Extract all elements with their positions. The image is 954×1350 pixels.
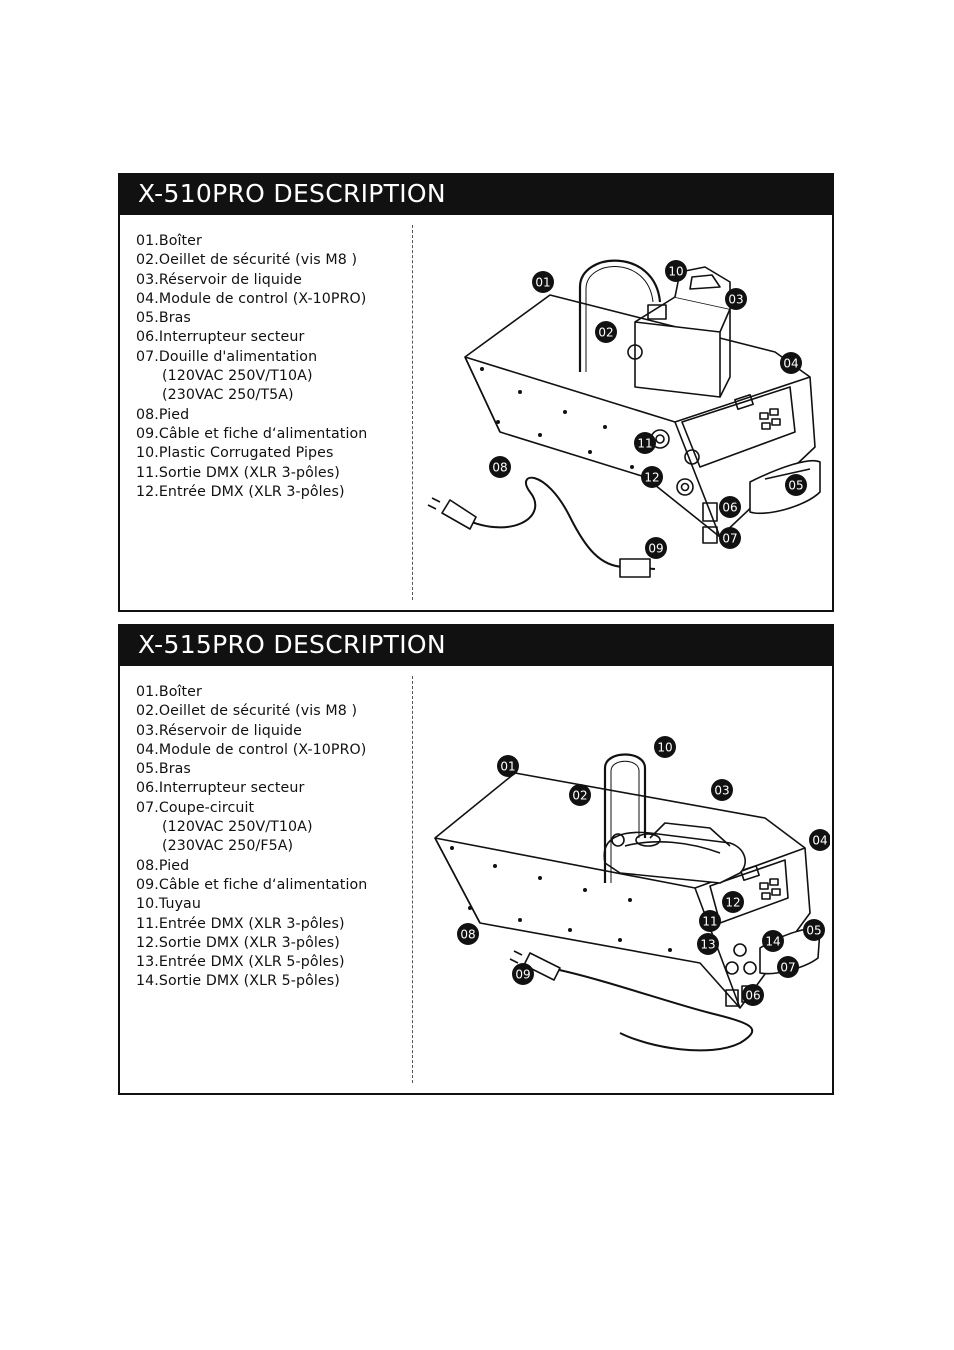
- x515pro-machine-diagram: 10 01 02 03 04 12 11 08 05 13 14 07 09 0…: [434, 736, 830, 1052]
- part-list-item: 09.Câble et fiche d‘alimentation: [136, 425, 368, 442]
- callout-11: 11: [699, 910, 721, 932]
- svg-text:09: 09: [515, 968, 530, 982]
- svg-text:07: 07: [780, 961, 795, 975]
- callout-01: 01: [497, 755, 519, 777]
- part-list-item-detail: (230VAC 250/F5A): [162, 838, 294, 855]
- part-list-item: 05.Bras: [136, 310, 191, 327]
- callout-03: 03: [711, 779, 733, 801]
- part-list-item: 06.Interrupteur secteur: [136, 329, 305, 346]
- svg-text:11: 11: [637, 437, 652, 451]
- callout-05: 05: [803, 919, 825, 941]
- part-list-item: 01.Boîter: [136, 684, 202, 700]
- part-list-item: 13.Entrée DMX (XLR 5-pôles): [136, 954, 345, 971]
- callout-11: 11: [634, 432, 656, 454]
- callout-03: 03: [725, 288, 747, 310]
- svg-text:12: 12: [644, 471, 659, 485]
- x510pro-machine-diagram: 01 10 03 02 04 11 08 12 05 06 07 09: [427, 259, 821, 578]
- part-list-item: 02.Oeillet de sécurité (vis M8 ): [136, 252, 358, 269]
- part-list-item: 04.Module de control (X-10PRO): [136, 741, 367, 758]
- svg-text:10: 10: [657, 741, 672, 755]
- callout-12: 12: [722, 891, 744, 913]
- part-list-item: 08.Pied: [136, 406, 190, 423]
- callout-10: 10: [654, 736, 676, 758]
- callout-13: 13: [697, 933, 719, 955]
- callout-10: 10: [665, 260, 687, 282]
- svg-text:09: 09: [648, 542, 663, 556]
- part-list-item: 11.Entrée DMX (XLR 3-pôles): [136, 915, 345, 932]
- panel-title: X-515PRO DESCRIPTION: [138, 630, 446, 659]
- dashed-divider: [412, 676, 413, 1083]
- part-list-item: 11.Sortie DMX (XLR 3-pôles): [136, 464, 340, 481]
- callout-02: 02: [595, 321, 617, 343]
- svg-text:05: 05: [806, 924, 821, 938]
- svg-text:08: 08: [460, 928, 475, 942]
- part-list-item-detail: (230VAC 250/T5A): [162, 387, 294, 404]
- panel-title: X-510PRO DESCRIPTION: [138, 179, 446, 208]
- part-list-item: 07.Coupe-circuit: [136, 799, 255, 816]
- svg-text:04: 04: [812, 834, 827, 848]
- svg-text:04: 04: [783, 357, 798, 371]
- svg-text:08: 08: [492, 461, 507, 475]
- x510pro-description-panel: X-510PRO DESCRIPTION 01.Boîter 02.Oeillet…: [118, 173, 834, 612]
- part-list-item: 12.Entrée DMX (XLR 3-pôles): [136, 483, 345, 500]
- svg-text:06: 06: [745, 989, 760, 1003]
- callout-07: 07: [719, 527, 741, 549]
- part-list-item: 07.Douille d'alimentation: [136, 348, 318, 365]
- part-list-item: 03.Réservoir de liquide: [136, 722, 302, 739]
- part-list-item-detail: (120VAC 250V/T10A): [162, 368, 313, 385]
- part-list-item: 01.Boîter: [136, 233, 202, 249]
- panel-header: X-510PRO DESCRIPTION: [120, 175, 832, 215]
- callout-07: 07: [777, 956, 799, 978]
- callout-14: 14: [762, 930, 784, 952]
- callout-06: 06: [719, 496, 741, 518]
- svg-text:02: 02: [572, 789, 587, 803]
- callout-09: 09: [512, 963, 534, 985]
- part-list-item: 08.Pied: [136, 857, 190, 874]
- part-list-item: 05.Bras: [136, 761, 191, 778]
- part-list-item: 10.Tuyau: [136, 896, 201, 913]
- part-list-item: 12.Sortie DMX (XLR 3-pôles): [136, 934, 340, 951]
- part-list-item: 14.Sortie DMX (XLR 5-pôles): [136, 973, 340, 990]
- part-list-item: 10.Plastic Corrugated Pipes: [136, 445, 334, 462]
- svg-text:05: 05: [788, 479, 803, 493]
- svg-text:13: 13: [700, 938, 715, 952]
- svg-text:12: 12: [725, 896, 740, 910]
- callout-04: 04: [780, 352, 802, 374]
- svg-text:01: 01: [535, 276, 550, 290]
- svg-text:03: 03: [714, 784, 729, 798]
- callout-04: 04: [809, 829, 830, 851]
- svg-text:14: 14: [765, 935, 780, 949]
- svg-text:10: 10: [668, 265, 683, 279]
- svg-text:02: 02: [598, 326, 613, 340]
- svg-text:01: 01: [500, 760, 515, 774]
- svg-text:03: 03: [728, 293, 743, 307]
- part-list-item-detail: (120VAC 250V/T10A): [162, 819, 313, 836]
- part-list-item: 04.Module de control (X-10PRO): [136, 290, 367, 307]
- callout-02: 02: [569, 784, 591, 806]
- panel-header: X-515PRO DESCRIPTION: [120, 626, 832, 666]
- callout-08: 08: [457, 923, 479, 945]
- part-list-item: 03.Réservoir de liquide: [136, 271, 302, 288]
- dashed-divider: [412, 225, 413, 600]
- callout-06: 06: [742, 984, 764, 1006]
- svg-text:11: 11: [702, 915, 717, 929]
- svg-text:06: 06: [722, 501, 737, 515]
- part-list-item: 06.Interrupteur secteur: [136, 780, 305, 797]
- callout-08: 08: [489, 456, 511, 478]
- callout-12: 12: [641, 466, 663, 488]
- callout-01: 01: [532, 271, 554, 293]
- x515pro-description-panel: X-515PRO DESCRIPTION 01.Boîter 02.Oeillet…: [118, 624, 834, 1095]
- parts-list: 01.Boîter 02.Oeillet de sécurité (vis M8 …: [136, 683, 406, 992]
- svg-text:07: 07: [722, 532, 737, 546]
- part-list-item: 02.Oeillet de sécurité (vis M8 ): [136, 703, 358, 720]
- part-list-item: 09.Câble et fiche d‘alimentation: [136, 876, 368, 893]
- callout-05: 05: [785, 474, 807, 496]
- callout-09: 09: [645, 537, 667, 559]
- parts-list: 01.Boîter 02.Oeillet de sécurité (vis M8 …: [136, 232, 406, 502]
